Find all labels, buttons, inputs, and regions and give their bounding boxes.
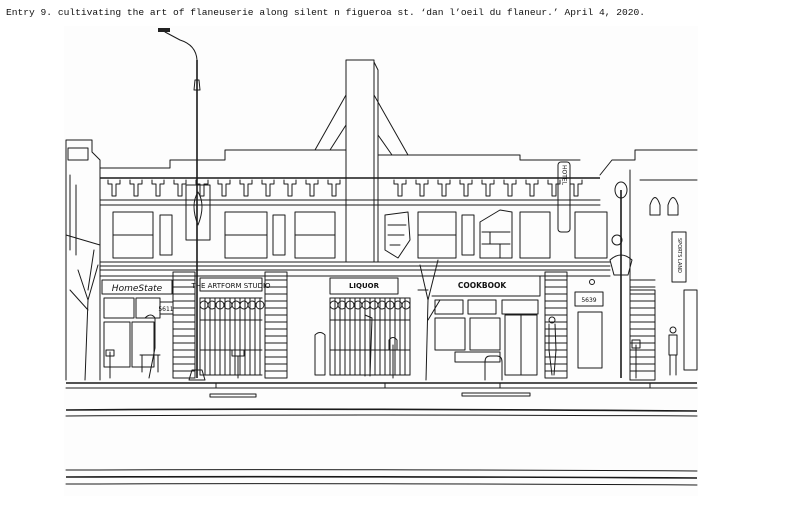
left-building	[65, 139, 101, 381]
ornate-lamp-post	[609, 181, 633, 378]
svg-text:5639: 5639	[581, 297, 596, 304]
svg-text:COOKBOOK: COOKBOOK	[458, 281, 508, 290]
stroke	[393, 179, 407, 197]
stroke	[459, 179, 473, 197]
svg-text:HOTEL: HOTEL	[561, 165, 568, 186]
svg-text:SPORTS LAND: SPORTS LAND	[676, 238, 682, 273]
stroke	[481, 179, 495, 197]
svg-text:5611: 5611	[158, 306, 173, 313]
stroke	[503, 179, 517, 197]
stroke	[329, 297, 411, 376]
stroke	[217, 179, 231, 197]
stroke	[239, 179, 253, 197]
caption: Entry 9. cultivating the art of flaneuse…	[6, 7, 646, 18]
stroke	[437, 179, 451, 197]
stroke	[525, 179, 539, 197]
svg-text:LIQUOR: LIQUOR	[349, 282, 380, 290]
stroke	[107, 179, 121, 197]
street-lamp	[158, 28, 211, 381]
stroke	[173, 179, 187, 197]
street-furniture	[105, 314, 678, 379]
stroke	[261, 179, 275, 197]
street	[65, 382, 698, 486]
svg-text:HomeState: HomeState	[112, 284, 163, 294]
svg-text:THE ARTFORM STUDIO: THE ARTFORM STUDIO	[190, 282, 271, 290]
stroke	[327, 179, 341, 197]
trees	[69, 249, 441, 381]
right-building: SPORTS LAND	[599, 149, 698, 381]
stroke	[547, 179, 561, 197]
stroke	[569, 179, 583, 197]
stroke	[401, 300, 411, 310]
stroke	[415, 179, 429, 197]
main-building	[99, 149, 611, 267]
stroke	[199, 297, 263, 376]
stroke	[305, 179, 319, 197]
hotel-sign: HOTEL	[557, 161, 571, 233]
storefronts: HomeState 5611 THE ARTFORM STUDIO LIQUOR…	[99, 269, 656, 381]
stroke	[283, 179, 297, 197]
stroke	[129, 179, 143, 197]
stroke	[255, 300, 265, 310]
stroke	[151, 179, 165, 197]
